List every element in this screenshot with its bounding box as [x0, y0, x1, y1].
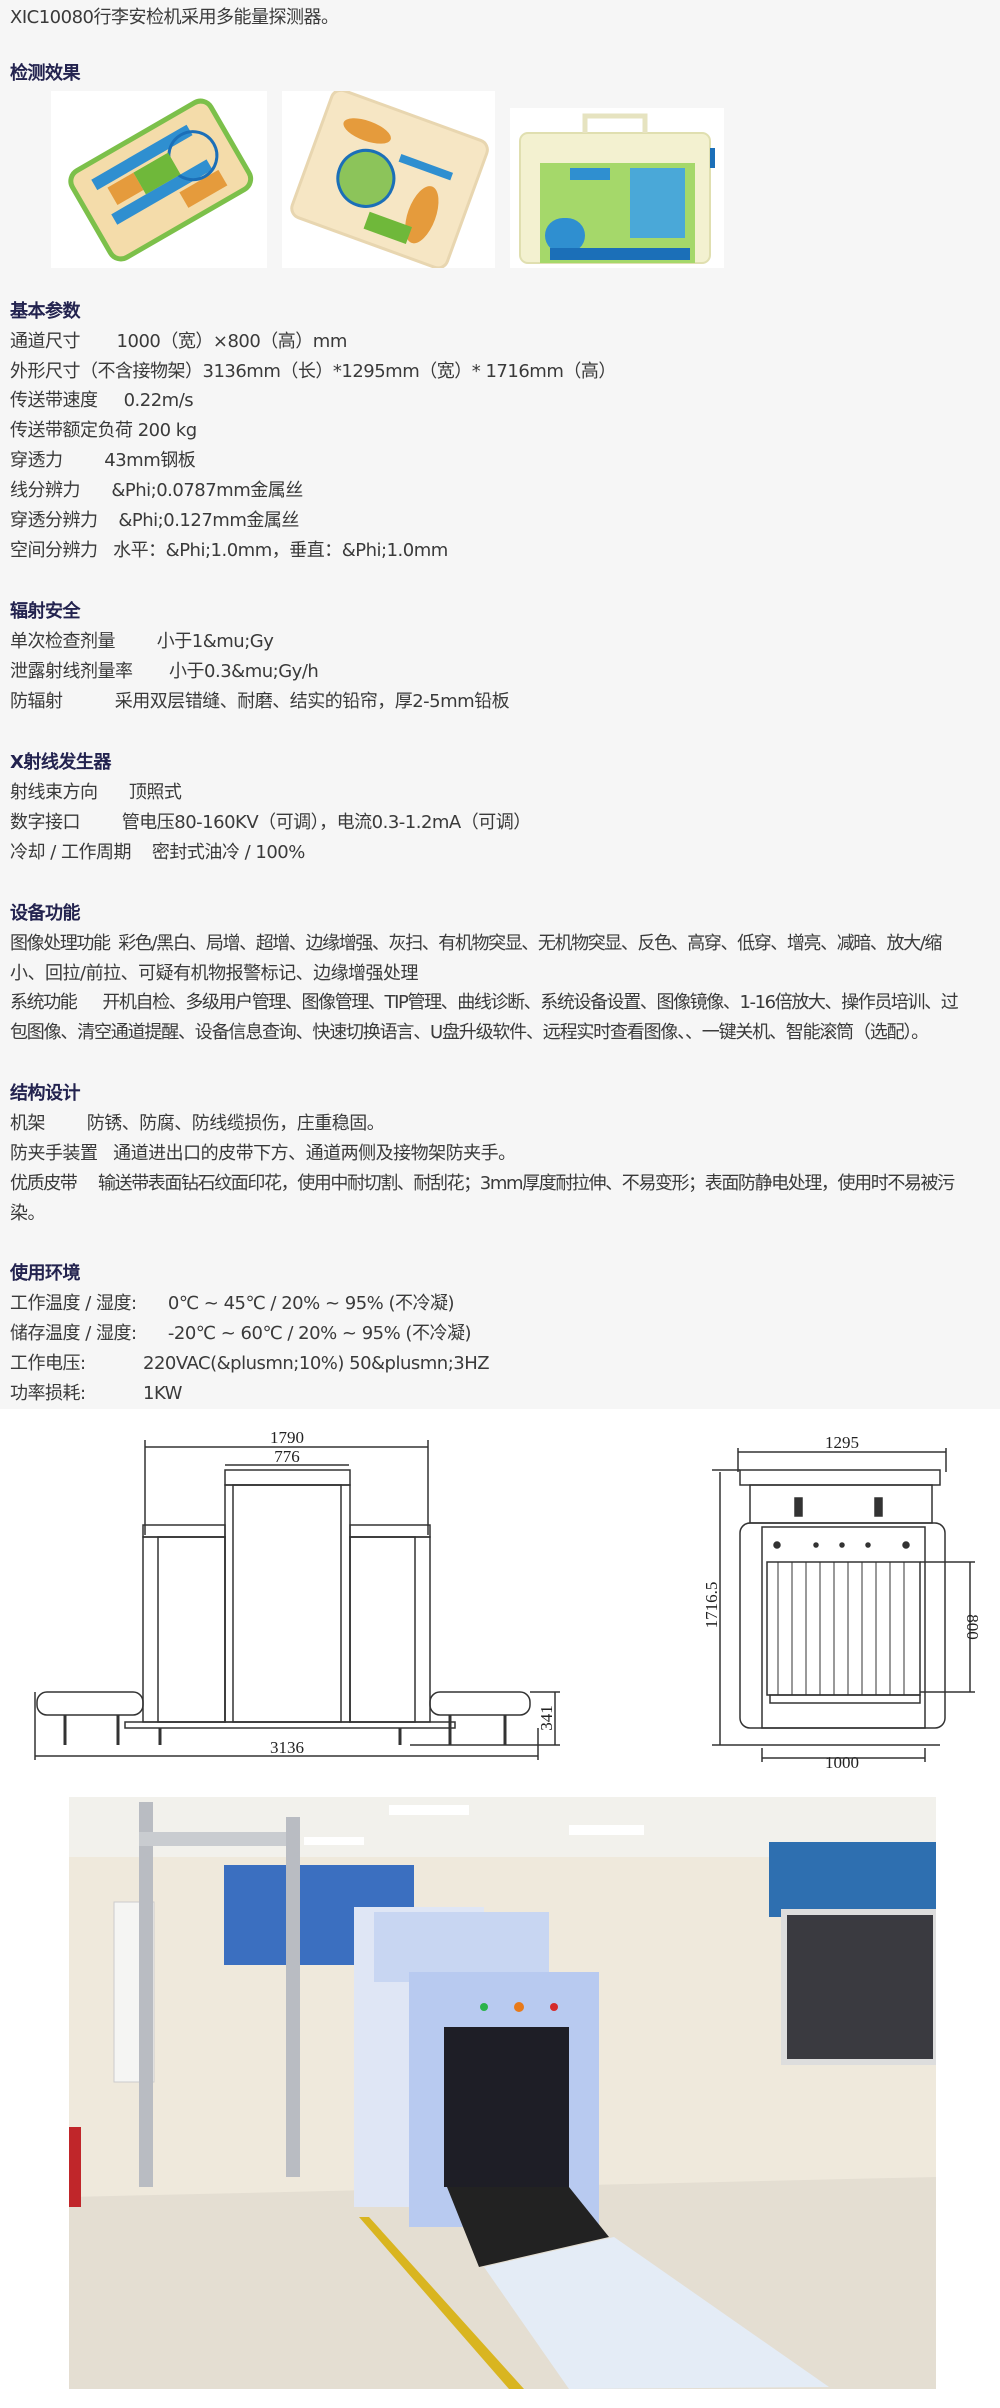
environment-row: 功率损耗: 1KW: [10, 1383, 182, 1404]
dim-tunnel-width: 1000: [825, 1753, 859, 1770]
environment-row: 储存温度 / 湿度: -20℃ ~ 60℃ / 20% ~ 95% (不冷凝): [10, 1323, 471, 1344]
xray-image-laptop-bag: [510, 108, 724, 268]
functions-row: 系统功能 开机自检、多级用户管理、图像管理、TIP管理、曲线诊断、系统设备设置、…: [10, 992, 959, 1013]
installation-photo: [69, 1797, 936, 2389]
functions-row: 包图像、清空通道提醒、设备信息查询、快速切换语言、U盘升级软件、远程实时查看图像…: [10, 1022, 929, 1043]
environment-row: 工作温度 / 湿度: 0℃ ~ 45℃ / 20% ~ 95% (不冷凝): [10, 1293, 455, 1314]
generator-row: 射线束方向 顶照式: [10, 782, 182, 803]
basic-row: 穿透分辨力 &Phi;0.127mm金属丝: [10, 510, 299, 531]
structure-row: 机架 防锈、防腐、防线缆损伤，庄重稳固。: [10, 1113, 385, 1134]
dim-overall-width: 1790: [270, 1428, 304, 1447]
basic-row: 线分辨力 &Phi;0.0787mm金属丝: [10, 480, 303, 501]
basic-row: 通道尺寸 1000（宽）×800（高）mm: [10, 331, 347, 352]
dim-side-height: 1716.5: [702, 1582, 721, 1629]
functions-row: 小、回拉/前拉、可疑有机物报警标记、边缘增强处理: [10, 963, 419, 984]
environment-row: 工作电压: 220VAC(&plusmn;10%) 50&plusmn;3HZ: [10, 1353, 490, 1374]
section-title-generator: X射线发生器: [10, 752, 111, 773]
section-title-structure: 结构设计: [10, 1083, 81, 1104]
basic-row: 传送带额定负荷 200 kg: [10, 420, 197, 441]
generator-row: 冷却 / 工作周期 密封式油冷 / 100%: [10, 842, 305, 863]
radiation-row: 单次检查剂量 小于1&mu;Gy: [10, 631, 274, 652]
dim-conveyor-height: 341: [537, 1705, 556, 1731]
radiation-row: 泄露射线剂量率 小于0.3&mu;Gy/h: [10, 661, 319, 682]
dim-channel-width: 776: [274, 1447, 300, 1466]
basic-row: 外形尺寸（不含接物架）3136mm（长）*1295mm（宽）* 1716mm（高…: [10, 361, 616, 382]
basic-row: 空间分辨力 水平：&Phi;1.0mm，垂直：&Phi;1.0mm: [10, 540, 448, 561]
dim-side-width: 1295: [825, 1433, 859, 1452]
front-view: [34, 1440, 560, 1760]
generator-row: 数字接口 管电压80-160KV（可调），电流0.3-1.2mA（可调）: [10, 812, 531, 833]
basic-row: 穿透力 43mm钢板: [10, 450, 196, 471]
xray-image-suitcase: [51, 91, 267, 268]
dim-tunnel-height: 800: [963, 1614, 982, 1640]
section-title-effect: 检测效果: [10, 63, 81, 84]
radiation-row: 防辐射 采用双层错缝、耐磨、结实的铅帘，厚2-5mm铅板: [10, 691, 510, 712]
section-title-basic: 基本参数: [10, 301, 81, 322]
intro-text: XIC10080行李安检机采用多能量探测器。: [10, 7, 339, 28]
structure-row: 防夹手装置 通道进出口的皮带下方、通道两侧及接物架防夹手。: [10, 1143, 516, 1164]
dimension-drawing: 1790 776 3136 341 1295 1716.5 800 1000: [34, 1428, 982, 1770]
section-title-radiation: 辐射安全: [10, 601, 81, 622]
section-title-functions: 设备功能: [10, 903, 81, 924]
section-title-environment: 使用环境: [10, 1263, 81, 1284]
basic-row: 传送带速度 0.22m/s: [10, 390, 194, 411]
side-view: [712, 1448, 975, 1762]
functions-row: 图像处理功能 彩色/黑白、局增、超增、边缘增强、灰扫、有机物突显、无机物突显、反…: [10, 933, 942, 954]
structure-row: 优质皮带 输送带表面钻石纹面印花，使用中耐切割、耐刮花；3mm厚度耐拉伸、不易变…: [10, 1173, 955, 1194]
dim-length: 3136: [270, 1738, 304, 1757]
xray-image-bag: [282, 91, 495, 268]
structure-row: 染。: [10, 1203, 46, 1224]
